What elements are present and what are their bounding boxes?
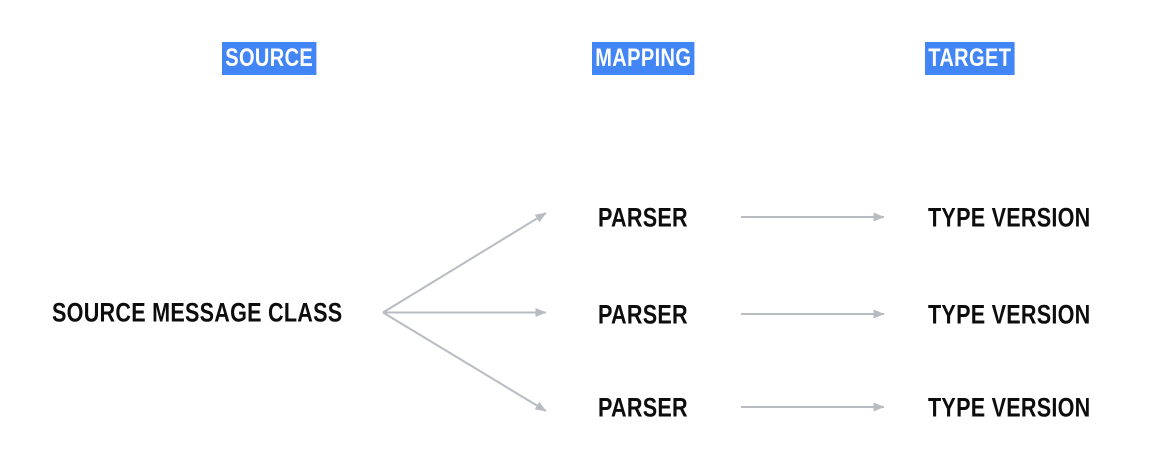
node-parser-1: PARSER: [598, 202, 688, 233]
node-type-version-1: TYPE VERSION: [928, 202, 1091, 233]
edge-source-to-parser-3: [382, 311, 547, 412]
fanout-edges: [382, 212, 547, 412]
node-parser-2: PARSER: [598, 299, 688, 330]
node-type-version-3: TYPE VERSION: [928, 392, 1091, 423]
column-header-target: TARGET: [925, 42, 1015, 75]
node-source-message-class: SOURCE MESSAGE CLASS: [52, 297, 343, 328]
column-header-mapping: MAPPING: [592, 42, 695, 75]
straight-edges: [741, 212, 885, 412]
node-parser-3: PARSER: [598, 392, 688, 423]
node-type-version-2: TYPE VERSION: [928, 299, 1091, 330]
edge-source-to-parser-1: [382, 212, 547, 314]
column-header-source: SOURCE: [222, 42, 317, 75]
